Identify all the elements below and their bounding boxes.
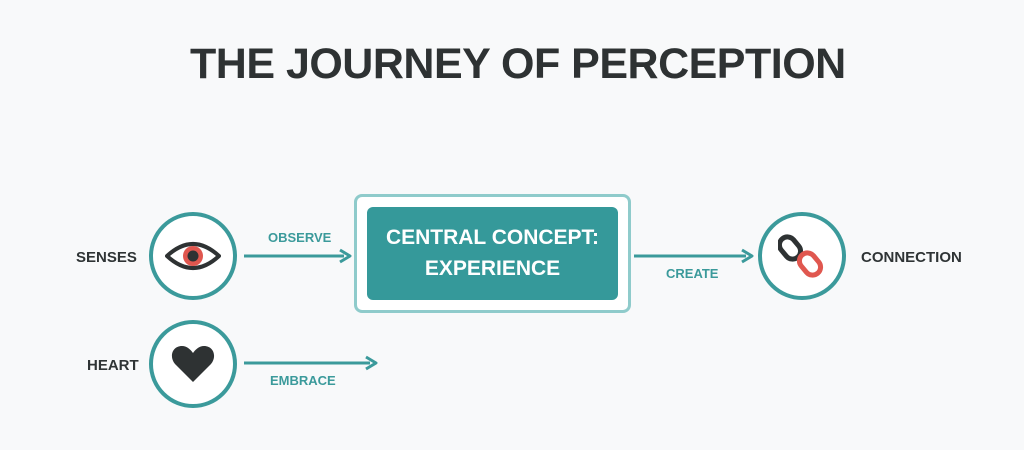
chain-link-icon xyxy=(778,234,824,278)
eye-icon xyxy=(165,242,221,270)
create-arrow xyxy=(634,248,754,264)
observe-label: OBSERVE xyxy=(268,230,332,245)
senses-label: SENSES xyxy=(76,249,137,266)
create-label: CREATE xyxy=(666,266,719,281)
heart-node xyxy=(149,320,237,408)
central-concept-fill: CENTRAL CONCEPT: EXPERIENCE xyxy=(367,207,618,300)
embrace-label: EMBRACE xyxy=(270,373,336,388)
connection-node xyxy=(758,212,846,300)
diagram-title: THE JOURNEY OF PERCEPTION xyxy=(190,40,846,88)
heart-label: HEART xyxy=(87,357,139,374)
central-concept-line2: EXPERIENCE xyxy=(424,256,561,280)
heart-icon xyxy=(171,346,215,382)
embrace-arrow xyxy=(244,355,378,371)
connection-label: CONNECTION xyxy=(861,249,962,266)
central-concept-box: CENTRAL CONCEPT: EXPERIENCE xyxy=(354,194,631,313)
central-concept-line1: CENTRAL CONCEPT: xyxy=(385,226,600,250)
senses-node xyxy=(149,212,237,300)
observe-arrow xyxy=(244,248,352,264)
